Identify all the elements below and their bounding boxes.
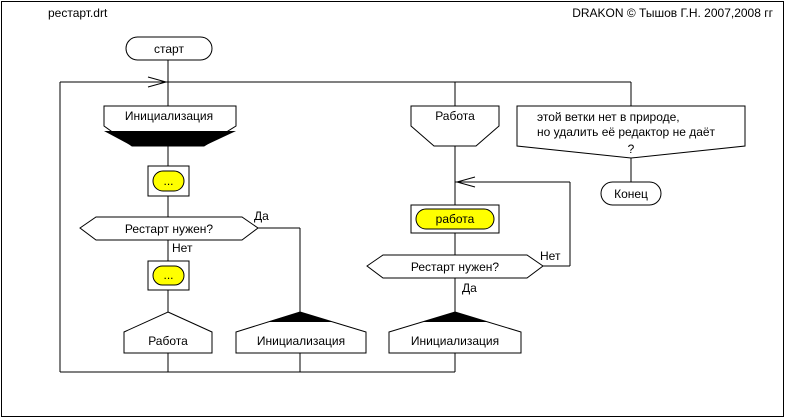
ghost-branch-line-2: но удалить её редактор не даёт [537, 125, 716, 139]
copyright-text: DRAKON © Тышов Г.Н. 2007,2008 гг [572, 6, 773, 20]
loop-arrow-icon-2 [455, 176, 476, 188]
file-name: рестарт.drt [48, 6, 108, 20]
start-label: старт [154, 42, 184, 56]
answer-yes-2: Да [462, 281, 477, 295]
question-restart-2 [366, 254, 544, 279]
address-init-2 [388, 311, 522, 354]
connector-lines [59, 60, 632, 373]
address-init-2-marker [422, 312, 488, 322]
action-block-2 [152, 265, 185, 286]
action-block-1 [152, 170, 185, 192]
branch-header-init-label: Инициализация [125, 109, 213, 123]
end-label: Конец [614, 187, 648, 201]
ghost-branch-line-1: этой ветки нет в природе, [537, 110, 680, 124]
end-terminator [600, 181, 662, 206]
question-2-label: Рестарт нужен? [411, 260, 500, 274]
answer-no-1: Нет [172, 241, 193, 255]
address-init-2-label: Инициализация [411, 334, 499, 348]
action-2-label: ... [163, 268, 173, 282]
branch-header-work [410, 105, 500, 147]
branch-header-ghost [516, 105, 746, 159]
action-block-3 [415, 208, 495, 230]
answer-yes-1: Да [254, 209, 269, 223]
action-1-label: ... [163, 174, 173, 188]
action-3-label: работа [436, 212, 475, 226]
address-init-1-label: Инициализация [257, 334, 345, 348]
address-work-label: Работа [148, 334, 188, 348]
start-terminator [125, 36, 213, 61]
ghost-branch-line-3: ? [628, 142, 635, 156]
question-1-label: Рестарт нужен? [125, 222, 214, 236]
answer-no-2: Нет [540, 249, 561, 263]
loop-arrow-icon [147, 76, 168, 88]
address-init-1 [235, 311, 367, 354]
branch-header-marker [104, 131, 236, 146]
question-restart-1 [79, 216, 259, 241]
branch-header-work-label: Работа [435, 109, 475, 123]
address-work [123, 311, 213, 354]
address-init-1-marker [267, 312, 333, 322]
